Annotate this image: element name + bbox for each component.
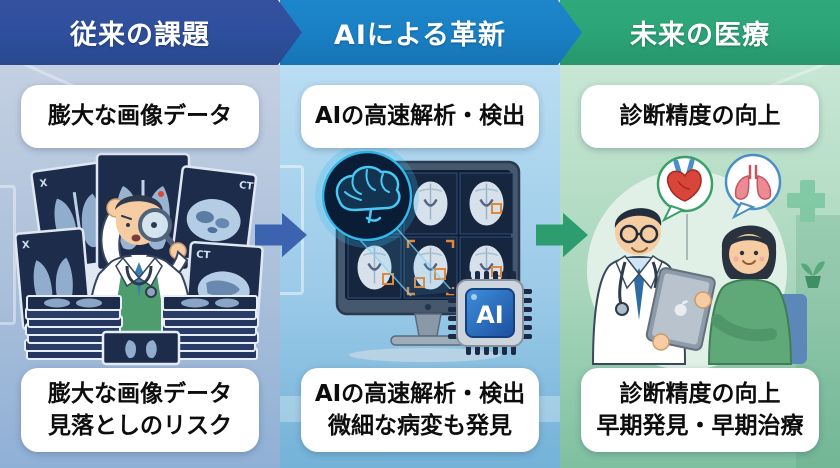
lungs-icon — [734, 175, 750, 200]
glowing-brain-icon — [335, 165, 401, 224]
hand — [652, 333, 670, 351]
bottom-line-1: AIの高速解析・検出 — [314, 380, 526, 407]
film-bottom-center — [101, 330, 181, 366]
brain-highlight-circle — [315, 148, 419, 248]
tie — [135, 262, 143, 298]
panel-traditional-problems: 膨大な画像データ X — [0, 65, 280, 468]
bottom-label-box: 診断精度の向上 早期発見・早期治療 — [581, 368, 819, 452]
process-header: 従来の課題 AIによる革新 未来の医療 — [0, 0, 840, 65]
bottom-line-2: 微細な病変も発見 — [328, 413, 512, 439]
bottom-line-2: 見落としのリスク — [48, 413, 232, 439]
smile — [742, 260, 756, 265]
step-ai-innovation-label: AIによる革新 — [333, 20, 507, 51]
bottom-label-box: AIの高速解析・検出 微細な病変も発見 — [301, 368, 539, 452]
ct-film-top-right: CT — [170, 165, 258, 268]
film-stack-right — [160, 295, 259, 360]
anomaly-dot — [158, 191, 164, 197]
medical-cross-icon — [787, 180, 825, 222]
film-label: X — [39, 178, 48, 190]
monitor-shadow — [349, 348, 501, 362]
top-label: 膨大な画像データ — [48, 103, 232, 130]
monitor-button — [424, 303, 432, 311]
patient-face — [729, 234, 769, 274]
bangs — [729, 235, 769, 247]
film-label: CT — [196, 249, 211, 261]
apple-logo-icon — [674, 300, 689, 316]
panel-future-medicine: 診断精度の向上 — [560, 65, 840, 468]
ai-monitor-illustration: AI — [315, 148, 532, 362]
arm — [711, 314, 777, 342]
top-label-box: AIの高速解析・検出 — [301, 85, 539, 148]
hand — [694, 291, 712, 309]
monitor-stand — [414, 313, 442, 337]
step-traditional-label: 従来の課題 — [70, 20, 210, 51]
top-label-box: 膨大な画像データ — [21, 85, 259, 148]
lungs-bubble — [724, 153, 782, 220]
bottom-label-box: 膨大な画像データ 見落としのリスク — [21, 368, 259, 452]
highlight-beam — [351, 224, 453, 296]
stethoscope — [618, 261, 627, 305]
panel-row: 膨大な画像データ X — [0, 65, 840, 468]
bottom-line-1: 診断精度の向上 — [619, 380, 781, 407]
stethoscope — [125, 265, 153, 286]
bottom-line-1: 膨大な画像データ — [48, 380, 232, 407]
worried-mouth — [131, 234, 141, 242]
room-decor — [0, 185, 16, 325]
top-label-box: 診断精度の向上 — [581, 85, 819, 148]
doctor-with-tablet — [591, 208, 716, 365]
step-ai-innovation: AIによる革新 — [280, 0, 582, 65]
panel-ai-innovation: AIの高速解析・検出 — [280, 65, 560, 468]
doctor-hair — [115, 195, 163, 212]
heart-icon — [666, 169, 702, 202]
tablet — [645, 267, 716, 351]
tie — [634, 268, 644, 320]
doctor-hair — [614, 208, 662, 228]
step-future-medicine: 未来の医療 — [560, 0, 840, 65]
film-label: CT — [238, 180, 254, 193]
bottom-line-2: 早期発見・早期治療 — [596, 413, 804, 439]
step-future-medicine-label: 未来の医療 — [630, 20, 770, 51]
doctor-patient-illustration — [587, 153, 825, 368]
ai-chip-label: AI — [476, 301, 504, 329]
patient — [707, 225, 807, 365]
top-label: AIの高速解析・検出 — [314, 103, 526, 130]
overwhelmed-doctor-illustration: X CT — [15, 152, 264, 366]
top-label: 診断精度の向上 — [619, 103, 781, 130]
ai-chip-icon: AI — [448, 271, 532, 355]
heart-bubble — [656, 155, 714, 223]
film-label: X — [22, 240, 31, 252]
step-traditional: 従来の課題 — [0, 0, 302, 65]
plant-icon — [801, 261, 825, 288]
smile — [631, 247, 648, 253]
